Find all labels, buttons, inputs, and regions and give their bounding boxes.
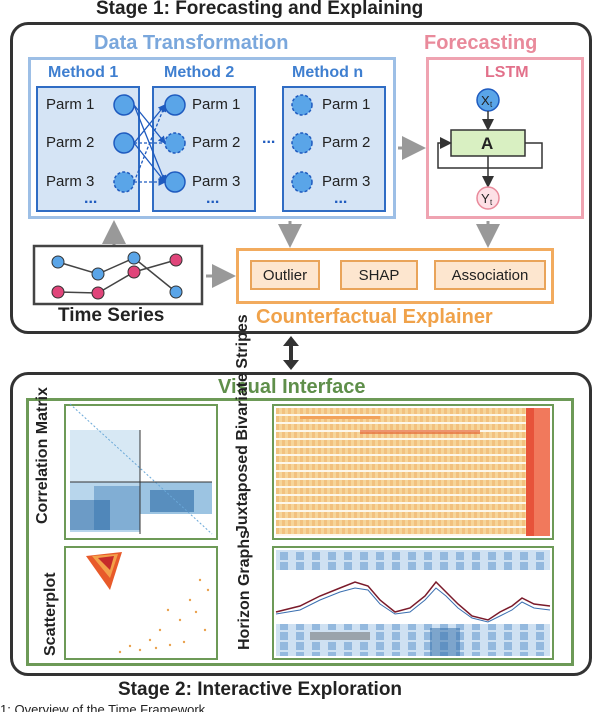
mn-parm-1: Parm 1 [322, 96, 371, 113]
horizon-thumbnail [275, 550, 551, 656]
lstm-input-sub: t [490, 100, 493, 109]
forecasting-title: Forecasting [424, 32, 538, 54]
method-2-label: Method 2 [164, 64, 235, 81]
method-edges [133, 103, 167, 186]
association-box: Association [434, 260, 546, 290]
lstm-output-node [476, 186, 500, 210]
data-transformation-title: Data Transformation [94, 32, 289, 54]
lstm-input-label: X [481, 93, 490, 108]
m2-more: ... [206, 190, 220, 207]
method-n-label: Method n [292, 64, 364, 81]
time-series-lines [51, 251, 183, 300]
m1-parm-2: Parm 2 [46, 134, 95, 151]
mn-parm-3: Parm 3 [322, 173, 371, 190]
stage1-box [10, 22, 592, 334]
stripes-thumbnail [276, 408, 550, 536]
mn-node-2 [291, 132, 313, 154]
mn-node-3 [291, 171, 313, 193]
m2-parm-2: Parm 2 [192, 134, 241, 151]
between-methods-ellipsis: ... [262, 130, 276, 147]
lstm-recurrent-loop [437, 137, 543, 169]
lstm-label: LSTM [485, 64, 529, 81]
explainer-title: Counterfactual Explainer [256, 306, 493, 328]
method-1-label: Method 1 [48, 64, 119, 81]
stage2-title: Stage 2: Interactive Exploration [118, 679, 403, 700]
forecasting-box [426, 57, 584, 219]
m1-parm-3: Parm 3 [46, 173, 95, 190]
mn-more: ... [334, 190, 348, 207]
lstm-output-sub: t [490, 198, 493, 207]
explainer-box [236, 248, 554, 304]
scatterplot-panel[interactable] [64, 546, 218, 660]
correlation-matrix-thumbnail [69, 403, 213, 535]
stage1-title: Stage 1: Forecasting and Explaining [96, 0, 424, 19]
m1-parm-1: Parm 1 [46, 96, 95, 113]
time-series-label: Time Series [58, 305, 165, 326]
m2-parm-1: Parm 1 [192, 96, 241, 113]
m2-parm-3: Parm 3 [192, 173, 241, 190]
mn-node-1 [291, 94, 313, 116]
scatterplot-thumbnail [86, 552, 210, 654]
caption-fragment: 1: Overview of the Time Framework... [0, 702, 217, 712]
mn-parm-2: Parm 2 [322, 134, 371, 151]
m1-more: ... [84, 190, 98, 207]
shap-box: SHAP [340, 260, 418, 290]
visual-interface-title: Visual Interface [218, 376, 366, 398]
lstm-cell-label: A [481, 134, 493, 153]
data-transformation-box [28, 57, 396, 219]
stage2-box [10, 372, 592, 676]
outlier-box: Outlier [250, 260, 320, 290]
visual-interface-box [26, 398, 574, 666]
lstm-output-label: Y [481, 191, 490, 206]
